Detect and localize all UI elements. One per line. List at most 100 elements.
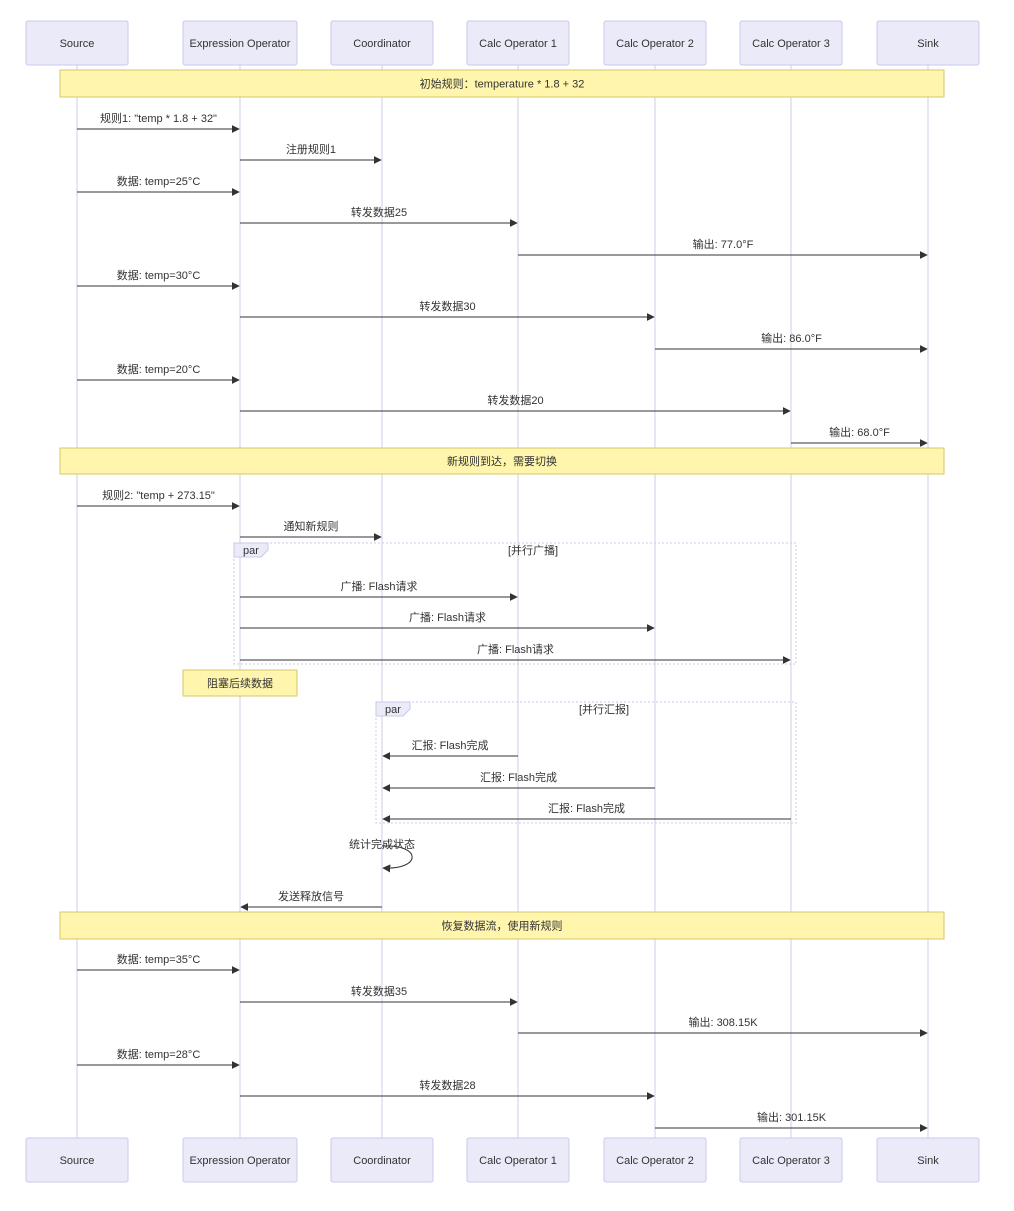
participant-label: Expression Operator <box>190 1155 291 1167</box>
message-label: 转发数据28 <box>419 1078 475 1092</box>
message-label: 广播: Flash请求 <box>340 579 417 593</box>
note-text: 初始规则：temperature * 1.8 + 32 <box>420 77 585 91</box>
par-condition-label: [并行广播] <box>508 543 558 557</box>
message-label: 汇报: Flash完成 <box>548 801 625 815</box>
participant-box <box>739 20 843 66</box>
message-16: 广播: Flash请求 <box>240 642 791 664</box>
message-5: 输出: 77.0°F <box>518 237 928 259</box>
message-label: 汇报: Flash完成 <box>480 770 557 784</box>
participant-label: Calc Operator 2 <box>616 38 694 50</box>
par-tag-shape <box>375 701 411 717</box>
message-label: 转发数据20 <box>487 393 543 407</box>
message-label: 输出: 301.15K <box>757 1110 827 1124</box>
message-4: 转发数据25 <box>240 205 518 227</box>
participant-box <box>182 20 298 66</box>
note-block: 阻塞后续数据 <box>182 669 298 697</box>
par-condition-label: [并行汇报] <box>579 702 629 716</box>
participant-coord-top: Coordinator <box>330 20 434 66</box>
note-resume: 恢复数据流，使用新规则 <box>59 911 945 940</box>
message-20: 统计完成状态 <box>349 837 415 873</box>
message-19: 汇报: Flash完成 <box>382 801 791 823</box>
participant-label: Calc Operator 3 <box>752 1155 830 1167</box>
message-label: 数据: temp=30°C <box>117 268 201 282</box>
participant-box <box>603 20 707 66</box>
message-label: 转发数据35 <box>351 984 407 998</box>
message-17: 汇报: Flash完成 <box>382 738 518 760</box>
message-13: 通知新规则 <box>240 519 382 541</box>
participant-box <box>25 1137 129 1183</box>
message-14: 广播: Flash请求 <box>240 579 518 601</box>
participant-source-top: Source <box>25 20 129 66</box>
participant-label: Calc Operator 3 <box>752 38 830 50</box>
participant-box <box>330 1137 434 1183</box>
message-label: 规则2: "temp + 273.15" <box>102 488 215 502</box>
message-21: 发送释放信号 <box>240 889 382 911</box>
message-12: 规则2: "temp + 273.15" <box>77 488 240 510</box>
message-1: 规则1: "temp * 1.8 + 32" <box>77 111 240 133</box>
participant-box <box>182 1137 298 1183</box>
participant-label: Source <box>60 38 95 50</box>
note-box <box>59 447 945 475</box>
participant-box <box>466 20 570 66</box>
participant-calc2-top: Calc Operator 2 <box>603 20 707 66</box>
message-26: 转发数据28 <box>240 1078 655 1100</box>
participant-calc2-bottom: Calc Operator 2 <box>603 1137 707 1183</box>
participant-label: Calc Operator 1 <box>479 38 557 50</box>
note-box <box>59 911 945 940</box>
par-report: par [并行汇报] <box>375 701 797 824</box>
message-6: 数据: temp=30°C <box>77 268 240 290</box>
participant-expr-bottom: Expression Operator <box>182 1137 298 1183</box>
message-18: 汇报: Flash完成 <box>382 770 655 792</box>
note-initial-rule: 初始规则：temperature * 1.8 + 32 <box>59 69 945 98</box>
message-27: 输出: 301.15K <box>655 1110 928 1132</box>
message-22: 数据: temp=35°C <box>77 952 240 974</box>
participant-label: Sink <box>917 1155 939 1167</box>
participant-box <box>876 20 980 66</box>
participant-label: Coordinator <box>353 1155 411 1167</box>
message-label: 广播: Flash请求 <box>409 610 486 624</box>
message-10: 转发数据20 <box>240 393 791 415</box>
par-tag-label: par <box>385 704 401 716</box>
message-label: 转发数据30 <box>419 299 475 313</box>
message-label: 输出: 68.0°F <box>829 425 890 439</box>
par-frame <box>375 701 797 824</box>
par-broadcast: par[并行广播] <box>233 542 797 665</box>
message-label: 规则1: "temp * 1.8 + 32" <box>100 111 217 125</box>
participant-box <box>466 1137 570 1183</box>
participant-box <box>25 20 129 66</box>
message-label: 数据: temp=25°C <box>117 174 201 188</box>
participant-calc1-bottom: Calc Operator 1 <box>466 1137 570 1183</box>
message-label: 数据: temp=35°C <box>117 952 201 966</box>
participant-label: Coordinator <box>353 38 411 50</box>
message-7: 转发数据30 <box>240 299 655 321</box>
message-label: 广播: Flash请求 <box>477 642 554 656</box>
message-8: 输出: 86.0°F <box>655 331 928 353</box>
message-label: 通知新规则 <box>284 519 339 533</box>
message-9: 数据: temp=20°C <box>77 362 240 384</box>
message-label: 输出: 77.0°F <box>693 237 754 251</box>
message-label: 发送释放信号 <box>278 889 344 903</box>
note-text: 恢复数据流，使用新规则 <box>442 919 563 933</box>
message-label: 输出: 86.0°F <box>761 331 822 345</box>
message-2: 注册规则1 <box>240 142 382 164</box>
par-frame <box>233 542 797 665</box>
message-3: 数据: temp=25°C <box>77 174 240 196</box>
self-message-arrow <box>381 845 413 873</box>
message-label: 注册规则1 <box>286 142 336 156</box>
message-label: 数据: temp=20°C <box>117 362 201 376</box>
message-24: 输出: 308.15K <box>518 1015 928 1037</box>
participant-box <box>330 20 434 66</box>
participant-calc3-bottom: Calc Operator 3 <box>739 1137 843 1183</box>
message-label: 统计完成状态 <box>349 837 415 851</box>
participant-expr-top: Expression Operator <box>182 20 298 66</box>
note-box <box>182 669 298 697</box>
message-15: 广播: Flash请求 <box>240 610 655 632</box>
participant-label: Calc Operator 2 <box>616 1155 694 1167</box>
participant-calc3-top: Calc Operator 3 <box>739 20 843 66</box>
participant-box <box>739 1137 843 1183</box>
note-new-rule: 新规则到达，需要切换 <box>59 447 945 475</box>
message-11: 输出: 68.0°F <box>791 425 928 447</box>
participant-sink-top: Sink <box>876 20 980 66</box>
note-box <box>59 69 945 98</box>
